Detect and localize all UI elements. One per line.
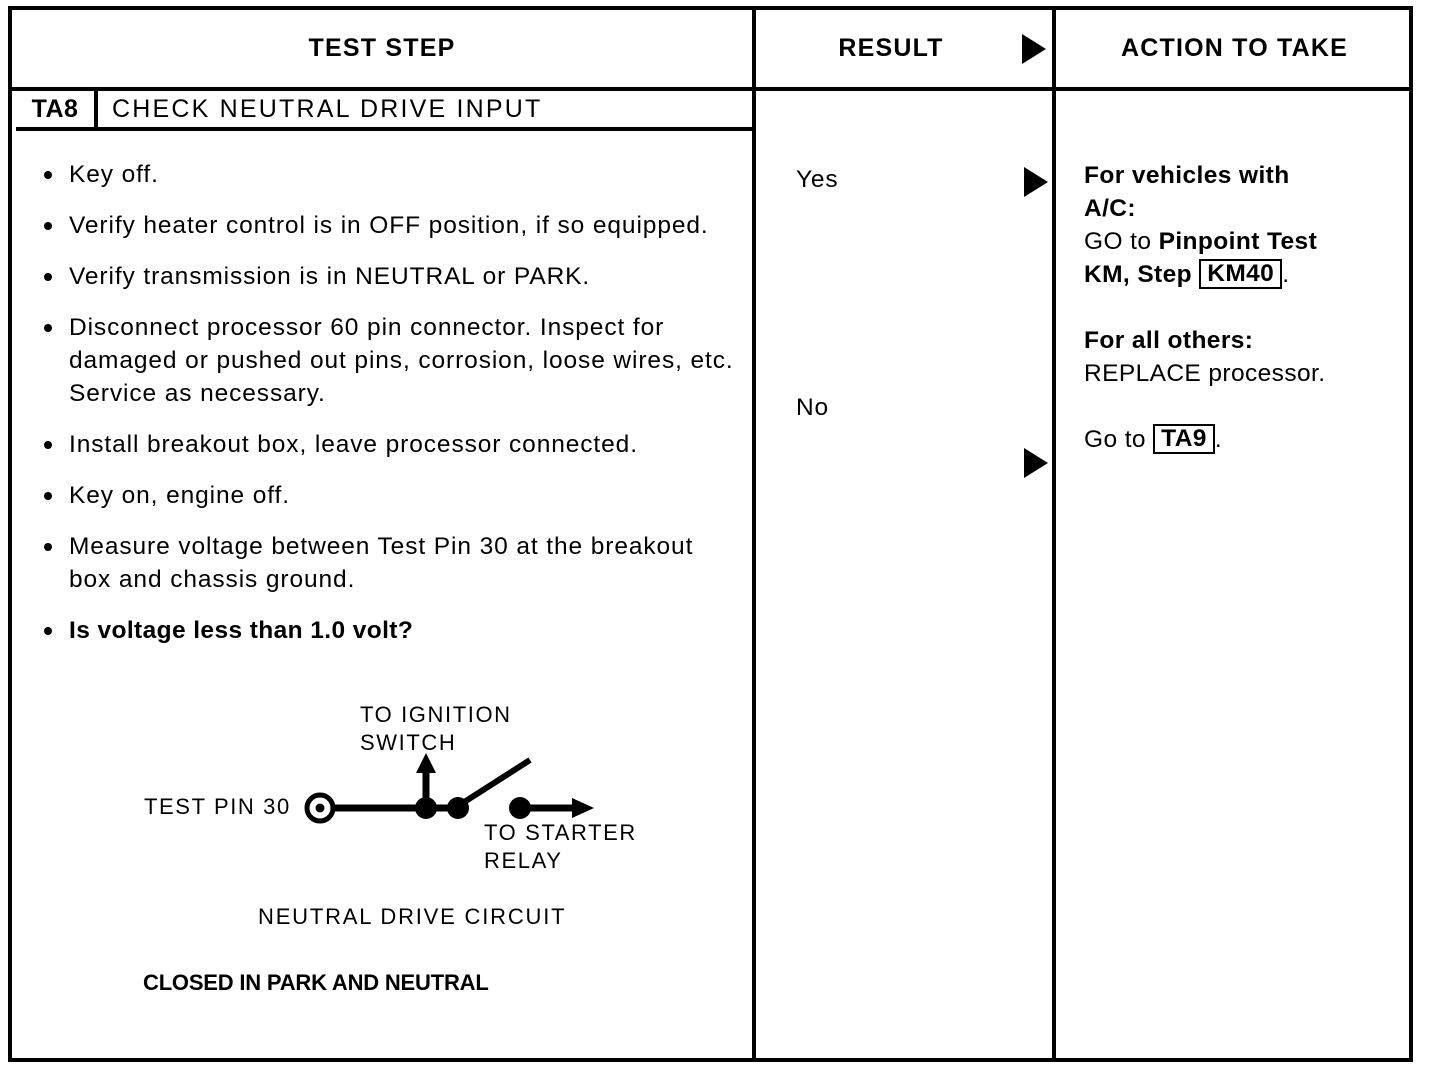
action-no-block: Go to TA9.: [1084, 423, 1413, 456]
action-period: .: [1282, 261, 1290, 288]
switch-blade: [456, 757, 532, 809]
list-item-text: Measure voltage between Test Pin 30 at t…: [69, 533, 694, 593]
step-reference-km40[interactable]: KM40: [1199, 259, 1283, 289]
action-column: For vehicles with A/C: GO to Pinpoint Te…: [1056, 91, 1413, 456]
bullet-icon: [44, 543, 52, 551]
arrow-up-icon: [416, 753, 436, 773]
bullet-icon: [44, 273, 52, 281]
list-item-text: Disconnect processor 60 pin connector. I…: [69, 314, 734, 407]
bullet-icon: [44, 222, 52, 230]
action-no-goto-line: Go to TA9.: [1084, 423, 1413, 456]
action-others-heading: For all others:: [1084, 327, 1254, 354]
action-yes-heading-2: A/C:: [1084, 195, 1136, 222]
bullet-icon: [44, 492, 52, 500]
spacer: [1084, 390, 1413, 423]
result-yes-label: Yes: [796, 166, 839, 193]
pinpoint-test-table: TEST STEP RESULT ACTION TO TAKE TA8 CHEC…: [8, 6, 1413, 1062]
header-result: RESULT: [756, 10, 1052, 87]
action-yes-block: For vehicles with A/C: GO to Pinpoint Te…: [1084, 159, 1413, 390]
list-item: Measure voltage between Test Pin 30 at t…: [36, 530, 736, 596]
test-step-list: Key off. Verify heater control is in OFF…: [36, 158, 736, 665]
action-yes-km-line: KM, Step KM40.: [1084, 258, 1413, 291]
diagram-label-starter-2: RELAY: [484, 848, 563, 873]
action-km-step: KM, Step: [1084, 261, 1193, 288]
list-item-text: Key off.: [69, 161, 159, 188]
result-no-label: No: [796, 394, 829, 421]
action-no-period: .: [1214, 426, 1223, 453]
bullet-icon: [44, 324, 52, 332]
arrow-right-icon: [572, 798, 594, 818]
diagram-note: CLOSED IN PARK AND NEUTRAL: [143, 970, 489, 995]
step-title: CHECK NEUTRAL DRIVE INPUT: [98, 91, 752, 131]
action-yes-goto-line: GO to Pinpoint Test: [1084, 225, 1413, 258]
action-yes-heading-1: For vehicles with: [1084, 162, 1290, 189]
action-no-go-text: Go to: [1084, 426, 1146, 453]
bullet-icon: [44, 441, 52, 449]
action-others-text: REPLACE processor.: [1084, 360, 1326, 387]
header-row-rule: [12, 87, 1409, 91]
diagram-label-test-pin: TEST PIN 30: [144, 794, 291, 819]
right-triangle-icon: [1022, 33, 1046, 64]
action-go-to: to: [1130, 228, 1152, 255]
test-pin-center-dot-icon: [315, 803, 325, 813]
list-item: Verify transmission is in NEUTRAL or PAR…: [36, 260, 736, 293]
step-header-row: TA8 CHECK NEUTRAL DRIVE INPUT: [12, 91, 752, 131]
list-item-question: Is voltage less than 1.0 volt?: [36, 614, 736, 647]
bullet-icon: [44, 171, 52, 179]
list-item: Disconnect processor 60 pin connector. I…: [36, 311, 736, 410]
list-item-text: Verify transmission is in NEUTRAL or PAR…: [69, 263, 591, 290]
column-divider-result-action: [1052, 10, 1056, 1058]
diagram-caption: NEUTRAL DRIVE CIRCUIT: [258, 904, 567, 929]
header-result-label: RESULT: [838, 34, 944, 62]
action-pinpoint-test: Pinpoint Test: [1158, 228, 1318, 255]
action-go-prefix: GO: [1084, 228, 1123, 255]
result-no-arrow-icon: [1024, 448, 1048, 478]
result-yes-arrow-icon: [1024, 167, 1048, 197]
spacer: [1084, 291, 1413, 324]
circuit-schematic-svg: [304, 753, 594, 824]
neutral-drive-circuit-diagram: TO IGNITION SWITCH TEST PIN 30 TO STARTE…: [132, 698, 712, 883]
list-item: Install breakout box, leave processor co…: [36, 428, 736, 461]
list-item-text: Is voltage less than 1.0 volt?: [69, 617, 414, 644]
list-item: Key on, engine off.: [36, 479, 736, 512]
list-item: Verify heater control is in OFF position…: [36, 209, 736, 242]
header-test-step: TEST STEP: [308, 34, 456, 62]
bullet-icon: [44, 627, 52, 635]
list-item: Key off.: [36, 158, 736, 191]
diagram-label-ignition-1: TO IGNITION: [360, 702, 512, 727]
header-action-to-take: ACTION TO TAKE: [1121, 34, 1348, 62]
diagram-label-ignition-2: SWITCH: [360, 730, 457, 755]
diagram-label-starter-1: TO STARTER: [484, 820, 637, 845]
column-divider-teststep-result: [752, 10, 756, 1058]
list-item-text: Key on, engine off.: [69, 482, 290, 509]
list-item-text: Verify heater control is in OFF position…: [69, 212, 709, 239]
step-reference-ta9[interactable]: TA9: [1153, 424, 1215, 454]
step-id-badge: TA8: [16, 91, 98, 131]
list-item-text: Install breakout box, leave processor co…: [69, 431, 638, 458]
